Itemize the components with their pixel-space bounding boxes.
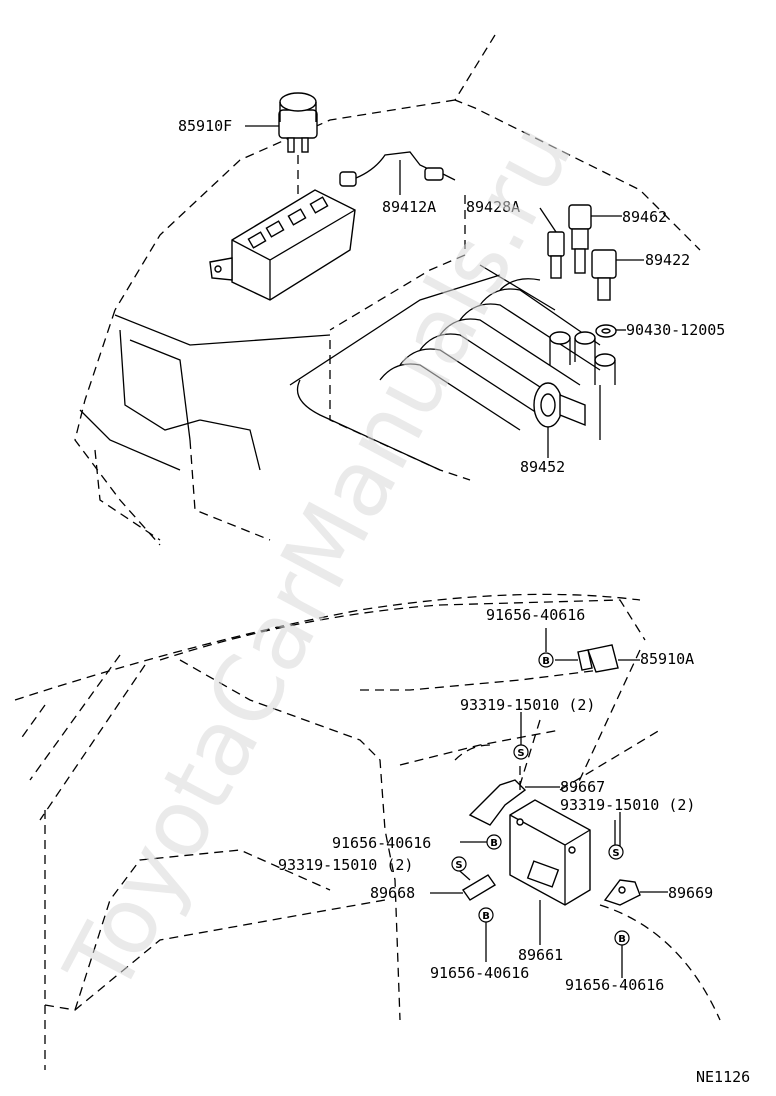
label-89422: 89422 [645,251,690,269]
bolt-symbol: B [486,834,502,850]
label-89669: 89669 [668,884,713,902]
screw-symbol: S [513,744,529,760]
relay-85910A [555,644,640,673]
gasket-90430 [595,324,626,338]
label-91656-40616-mid: 91656-40616 [332,834,431,852]
bolt-symbol-label: B [490,838,498,849]
sensor-89462 [568,204,622,274]
part-labels: 85910F 89412A 89428A 89462 89422 90430-1… [178,117,750,1086]
label-93319-15010-left: 93319-15010 (2) [278,856,413,874]
bolt-symbol-label: B [618,934,626,945]
engine-bay-outline [74,34,701,546]
bolt-symbol: B [478,907,494,923]
label-90430-12005: 90430-12005 [626,321,725,339]
bracket-89667 [468,760,560,826]
label-89452: 89452 [520,458,565,476]
label-89667: 89667 [560,778,605,796]
dashboard-outline [14,593,721,1070]
label-85910F: 85910F [178,117,232,135]
label-89428A: 89428A [466,198,520,216]
bracket-89668 [430,874,497,901]
label-91656-40616-bottom-left: 91656-40616 [430,964,529,982]
intake-manifold [379,278,616,440]
label-89412A: 89412A [382,198,436,216]
label-91656-40616-bottom-right: 91656-40616 [565,976,664,994]
label-89462: 89462 [622,208,667,226]
label-89668: 89668 [370,884,415,902]
label-93319-15010-top: 93319-15010 (2) [460,696,595,714]
sensor-89428A [539,207,565,279]
label-89661: 89661 [518,946,563,964]
screw-symbol: S [608,844,624,860]
screw-symbol-label: S [517,748,524,759]
sensor-89412A [339,151,456,195]
throttle-sensor-89452 [533,382,586,458]
bolt-symbol: B [614,930,630,946]
bolt-symbol-label: B [542,656,550,667]
screw-symbol-label: S [612,848,619,859]
label-91656-40616-top: 91656-40616 [486,606,585,624]
bolt-symbol: B [538,652,554,668]
ecu-89661 [509,799,591,945]
label-85910A: 85910A [640,650,694,668]
sensor-89422 [591,249,644,301]
label-93319-15010-right: 93319-15010 (2) [560,796,695,814]
bracket-89669 [603,879,668,906]
relay-block [209,189,356,301]
bolt-symbol-label: B [482,911,490,922]
diagram-code: NE1126 [696,1068,750,1086]
relay-85910F [245,92,318,200]
screw-symbol: S [451,856,467,872]
screw-symbol-label: S [455,860,462,871]
